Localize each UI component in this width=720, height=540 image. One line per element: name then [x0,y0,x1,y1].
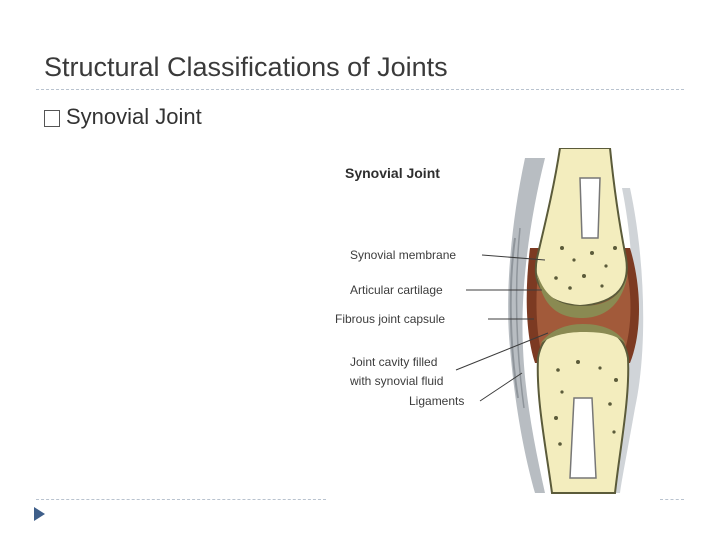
diagram-title: Synovial Joint [345,165,440,181]
ligament-shape [508,158,545,493]
synovial-joint-diagram: Synovial Joint Synovial membrane Articul… [330,148,660,498]
label-articular-cartilage: Articular cartilage [350,283,443,297]
play-arrow-icon [34,507,45,521]
lower-cartilage-shape [540,324,626,344]
title-divider [36,89,684,90]
label-synovial-membrane: Synovial membrane [350,248,456,262]
upper-cartilage-shape [537,273,628,318]
checkbox-bullet-icon [44,109,60,127]
label-joint-cavity-2: with synovial fluid [349,374,443,388]
label-ligaments: Ligaments [409,394,464,408]
slide-title: Structural Classifications of Joints [44,52,448,82]
footer-divider-left [36,499,326,500]
bullet-item: Synovial Joint [44,104,202,130]
bullet-text: Synovial Joint [66,104,202,129]
footer-divider-right [660,499,684,500]
label-joint-cavity-1: Joint cavity filled [350,355,437,369]
label-fibrous-capsule: Fibrous joint capsule [335,312,445,326]
